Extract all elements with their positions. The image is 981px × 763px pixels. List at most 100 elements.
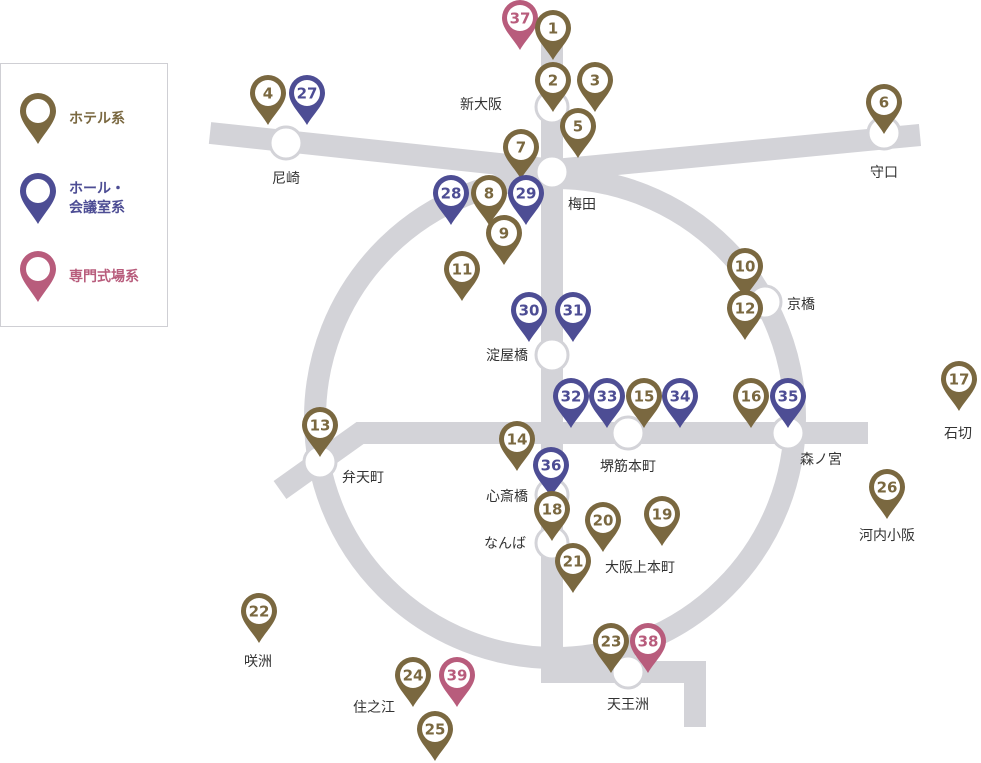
station-marker-umeda	[534, 154, 570, 190]
pin-face	[540, 15, 566, 41]
pin-face	[598, 628, 624, 654]
pin-number: 11	[452, 261, 473, 279]
station-marker-tennoji	[610, 654, 646, 690]
venue-pin-29[interactable]: 29	[508, 175, 544, 225]
station-label-kyobashi: 京橋	[787, 297, 815, 313]
venue-pin-18[interactable]: 18	[534, 491, 570, 541]
venue-pin-4[interactable]: 4	[250, 75, 286, 125]
ceremony-pin-icon	[20, 251, 56, 302]
legend-label: ホテル系	[69, 110, 125, 127]
venue-pin-5[interactable]: 5	[560, 108, 596, 158]
pin-face	[732, 253, 758, 279]
pin-face	[558, 383, 584, 409]
pin-face	[449, 256, 475, 282]
pin-face	[582, 67, 608, 93]
venue-pin-15[interactable]: 15	[626, 378, 662, 428]
pin-number: 19	[652, 506, 673, 524]
venue-pin-25[interactable]: 25	[417, 711, 453, 761]
venue-pin-6[interactable]: 6	[866, 84, 902, 134]
venue-pin-9[interactable]: 9	[486, 215, 522, 265]
pin-number: 25	[425, 721, 446, 739]
venue-pin-10[interactable]: 10	[727, 248, 763, 298]
pin-number: 32	[561, 388, 582, 406]
pin-number: 28	[441, 185, 462, 203]
pin-face	[565, 113, 591, 139]
station-label-sakaisuji-honmachi: 堺筋本町	[600, 458, 656, 475]
venue-pin-36[interactable]: 36	[533, 447, 569, 497]
pin-number: 7	[516, 139, 526, 157]
venue-pin-35[interactable]: 35	[770, 378, 806, 428]
venue-pin-13[interactable]: 13	[302, 407, 338, 457]
venue-pin-22[interactable]: 22	[241, 593, 277, 643]
venue-pin-17[interactable]: 17	[941, 361, 977, 411]
station-label-tennoji: 天王洲	[607, 697, 649, 713]
station-label-suminoe: 住之江	[353, 700, 395, 716]
legend-label: ホール・ 会議室系	[69, 181, 125, 216]
venue-pin-38[interactable]: 38	[630, 623, 666, 673]
venue-pin-37[interactable]: 37	[502, 0, 538, 50]
venue-pin-1[interactable]: 1	[535, 10, 571, 60]
venue-pin-33[interactable]: 33	[589, 378, 625, 428]
venue-pin-3[interactable]: 3	[577, 62, 613, 112]
pin-face	[491, 220, 517, 246]
pin-number: 15	[634, 388, 655, 406]
station-label-osaka-uehommachi: 大阪上本町	[605, 560, 675, 576]
pin-face	[538, 452, 564, 478]
pin-number: 17	[949, 371, 970, 389]
venue-pin-39[interactable]: 39	[439, 657, 475, 707]
pin-number: 38	[638, 633, 659, 651]
station-marker-yodoyabashi	[534, 337, 570, 373]
pin-face	[738, 383, 764, 409]
venue-pin-21[interactable]: 21	[555, 543, 591, 593]
venue-pin-2[interactable]: 2	[535, 62, 571, 112]
pin-face	[255, 80, 281, 106]
venue-pin-7[interactable]: 7	[503, 129, 539, 179]
venue-pin-28[interactable]: 28	[433, 175, 469, 225]
pin-number: 2	[548, 72, 558, 90]
pin-face	[476, 180, 502, 206]
pin-face	[732, 295, 758, 321]
pin-number: 6	[879, 94, 889, 112]
venue-pin-30[interactable]: 30	[511, 292, 547, 342]
pin-number: 39	[447, 667, 468, 685]
venue-pin-23[interactable]: 23	[593, 623, 629, 673]
pin-face	[560, 548, 586, 574]
pin-number: 21	[563, 553, 584, 571]
venue-pin-34[interactable]: 34	[662, 378, 698, 428]
pin-face	[246, 598, 272, 624]
venue-pin-20[interactable]: 20	[585, 502, 621, 552]
pin-number: 12	[735, 300, 756, 318]
venue-pin-24[interactable]: 24	[395, 657, 431, 707]
station-label-shin-osaka: 新大阪	[460, 97, 502, 113]
venue-pin-16[interactable]: 16	[733, 378, 769, 428]
station-label-yodoyabashi: 淀屋橋	[486, 348, 528, 364]
pin-number: 27	[297, 85, 318, 103]
pin-number: 10	[735, 258, 756, 276]
pin-face	[667, 383, 693, 409]
pin-face	[775, 383, 801, 409]
pin-face	[444, 662, 470, 688]
pin-number: 8	[484, 185, 494, 203]
pin-number: 35	[778, 388, 799, 406]
venue-pin-8[interactable]: 8	[471, 175, 507, 225]
legend-label: 専門式場系	[69, 268, 139, 285]
venue-pin-31[interactable]: 31	[555, 292, 591, 342]
station-label-umeda: 梅田	[568, 197, 596, 213]
pin-number: 20	[593, 512, 614, 530]
venue-pin-19[interactable]: 19	[644, 496, 680, 546]
pin-number: 26	[877, 479, 898, 497]
venue-pin-27[interactable]: 27	[289, 75, 325, 125]
venue-pin-11[interactable]: 11	[444, 251, 480, 301]
venue-pin-14[interactable]: 14	[499, 421, 535, 471]
legend: ホテル系 ホール・ 会議室系 専門式場系	[0, 63, 168, 327]
pin-number: 4	[263, 85, 273, 103]
pin-number: 3	[590, 72, 600, 90]
pin-face	[507, 5, 533, 31]
pin-number: 16	[741, 388, 762, 406]
venue-pin-26[interactable]: 26	[869, 469, 905, 519]
legend-item-hotel: ホテル系	[19, 92, 125, 146]
pin-face	[294, 80, 320, 106]
venue-pin-12[interactable]: 12	[727, 290, 763, 340]
venue-pin-32[interactable]: 32	[553, 378, 589, 428]
